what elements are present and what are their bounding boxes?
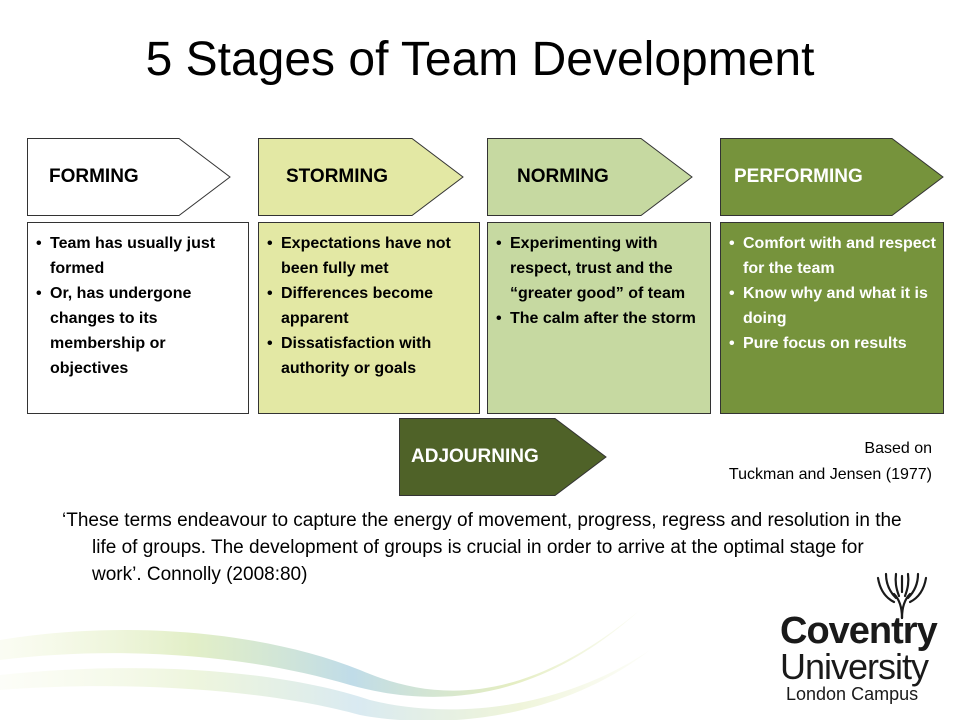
decorative-swoosh	[0, 610, 650, 720]
university-logo: Coventry University London Campus	[760, 572, 940, 704]
citation: Based on Tuckman and Jensen (1977)	[729, 436, 932, 488]
stage-box-storming: Expectations have not been fully met Dif…	[258, 222, 480, 414]
stage-items: Experimenting with respect, trust and th…	[494, 231, 704, 331]
list-item: Expectations have not been fully met	[265, 231, 473, 281]
list-item: Team has usually just formed	[34, 231, 242, 281]
arrow-shape	[27, 138, 231, 216]
stage-box-norming: Experimenting with respect, trust and th…	[487, 222, 711, 414]
list-item: Or, has undergone changes to its members…	[34, 281, 242, 381]
stage-items: Team has usually just formed Or, has und…	[34, 231, 242, 381]
stage-arrow-storming: STORMING	[258, 138, 464, 216]
list-item: The calm after the storm	[494, 306, 704, 331]
list-item: Know why and what it is doing	[727, 281, 937, 331]
stage-label: PERFORMING	[734, 166, 863, 187]
stage-label: FORMING	[49, 166, 139, 187]
arrow-shape	[487, 138, 693, 216]
list-item: Comfort with and respect for the team	[727, 231, 937, 281]
citation-line-2: Tuckman and Jensen (1977)	[728, 466, 932, 483]
logo-word-university: University	[780, 646, 929, 687]
citation-line-1: Based on	[864, 440, 932, 457]
stage-label: NORMING	[517, 166, 609, 187]
stage-arrow-performing: PERFORMING	[720, 138, 944, 216]
stage-label: STORMING	[286, 166, 389, 187]
stage-label: ADJOURNING	[411, 446, 539, 467]
list-item: Dissatisfaction with authority or goals	[265, 331, 473, 381]
logo-word-coventry: Coventry	[780, 610, 938, 652]
arrow-shape	[399, 418, 607, 496]
stage-box-performing: Comfort with and respect for the team Kn…	[720, 222, 944, 414]
list-item: Pure focus on results	[727, 331, 937, 356]
list-item: Differences become apparent	[265, 281, 473, 331]
stage-arrow-norming: NORMING	[487, 138, 693, 216]
stage-items: Comfort with and respect for the team Kn…	[727, 231, 937, 356]
logo-word-london-campus: London Campus	[786, 684, 919, 704]
list-item: Experimenting with respect, trust and th…	[494, 231, 704, 306]
stage-items: Expectations have not been fully met Dif…	[265, 231, 473, 381]
quote-text: ‘These terms endeavour to capture the en…	[62, 510, 902, 585]
stage-box-forming: Team has usually just formed Or, has und…	[27, 222, 249, 414]
stage-arrow-forming: FORMING	[27, 138, 231, 216]
stage-arrow-adjourning: ADJOURNING	[399, 418, 607, 496]
page-title: 5 Stages of Team Development	[145, 33, 815, 86]
phoenix-icon	[876, 572, 928, 620]
arrow-shape	[258, 138, 464, 216]
arrow-shape	[720, 138, 944, 216]
